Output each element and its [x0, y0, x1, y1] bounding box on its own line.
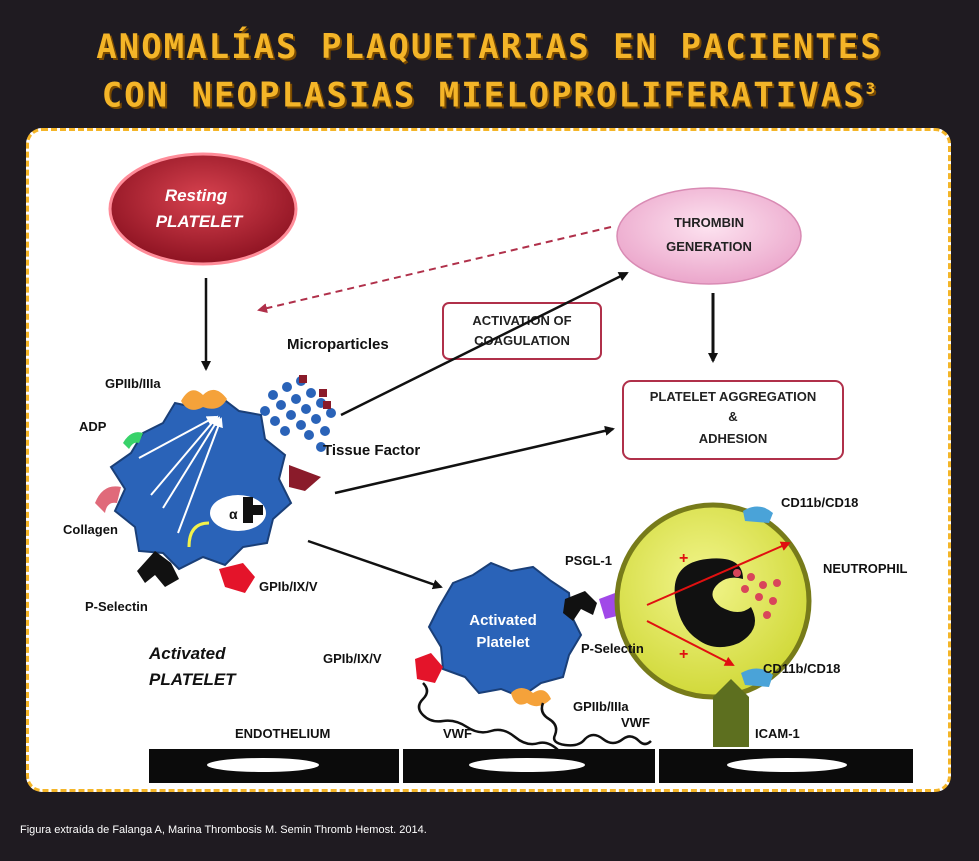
- thrombin-label-1: THROMBIN: [674, 215, 744, 230]
- tissue-factor-label: Tissue Factor: [323, 442, 420, 459]
- secondary-platelet-shape: [427, 561, 583, 699]
- secondary-gpib-receptor: [415, 653, 443, 683]
- gpib-ix-v-label: GPIb/IX/V: [259, 579, 318, 594]
- platelet-to-aggregation-arrow: [334, 425, 615, 495]
- microparticles-label: Microparticles: [287, 336, 389, 353]
- neutrophil-label: NEUTROPHIL: [823, 561, 908, 576]
- collagen-label: Collagen: [63, 522, 118, 537]
- gpiib-iiia-label: GPIIb/IIIa: [105, 376, 161, 391]
- gpib-ix-v-2-label: GPIb/IX/V: [323, 651, 382, 666]
- thrombin-feedback-arrow: [257, 226, 612, 314]
- thrombin-generation: THROMBIN GENERATION: [616, 187, 802, 285]
- vwf-strand-1: [417, 682, 560, 752]
- cd11b-bottom-receptor: [741, 668, 773, 687]
- icam1-shape: [713, 679, 749, 747]
- aggregation-label-2: &: [728, 409, 737, 424]
- diagram-panel: Resting PLATELET THROMBIN GENERATION ACT…: [26, 128, 951, 792]
- adp-label: ADP: [79, 419, 107, 434]
- cd11b-cd18-top-label: CD11b/CD18: [781, 495, 858, 510]
- secondary-p-selectin: [563, 591, 597, 621]
- neutrophil-nucleus: [674, 558, 755, 648]
- alpha-granule-content: [243, 497, 263, 523]
- microparticles-to-thrombin-arrow: [340, 271, 629, 417]
- p-selectin-2-label: P-Selectin: [581, 641, 644, 656]
- platelet-diagram: Resting PLATELET THROMBIN GENERATION ACT…: [63, 152, 913, 783]
- yellow-path: [187, 521, 210, 548]
- cd11b-top-receptor: [743, 506, 773, 523]
- gpiib-iiia-receptor: [181, 389, 227, 410]
- vwf-strand-2: [540, 702, 652, 747]
- activation-box: [442, 302, 602, 360]
- secondary-platelet-label-1: Activated: [469, 612, 537, 629]
- title-line-1: ANOMALÍAS PLAQUETARIAS EN PACIENTES: [96, 27, 883, 67]
- title-superscript: 3: [865, 79, 878, 98]
- aggregation-label-3: ADHESION: [699, 431, 768, 446]
- neutrophil-arrow-2: [646, 620, 735, 666]
- neutrophil: + +: [614, 502, 812, 700]
- page-title: ANOMALÍAS PLAQUETARIAS EN PACIENTES CON …: [0, 26, 979, 116]
- vwf-2-label: VWF: [621, 715, 650, 730]
- aggregation-box: [622, 380, 844, 460]
- endothelium: [149, 749, 913, 783]
- secondary-platelet-label-2: Platelet: [476, 634, 529, 651]
- resting-platelet-label-1: Resting: [165, 186, 228, 205]
- tissue-factor-receptor: [289, 465, 321, 491]
- activated-platelet-label-2: PLATELET: [149, 670, 237, 689]
- activated-platelet-label-1: Activated: [148, 644, 226, 663]
- icam1-label: ICAM-1: [755, 726, 800, 741]
- platelet-to-activated-arrow: [307, 539, 443, 590]
- p-selectin-receptor: [137, 551, 179, 587]
- resting-platelet: Resting PLATELET: [108, 152, 298, 266]
- activated-platelet-shape: [109, 393, 293, 571]
- aggregation-label-1: PLATELET AGGREGATION: [650, 389, 817, 404]
- neutrophil-arrow-1: [646, 541, 791, 606]
- arrows: [201, 226, 718, 590]
- vwf-1-label: VWF: [443, 726, 472, 741]
- activation-of-coagulation: ACTIVATION OF COAGULATION: [442, 302, 602, 360]
- platelet-aggregation: PLATELET AGGREGATION & ADHESION: [622, 380, 844, 460]
- p-selectin-label: P-Selectin: [85, 599, 148, 614]
- gpiib-iiia-2-label: GPIIb/IIIa: [573, 699, 629, 714]
- plus-sign-2: +: [679, 646, 688, 663]
- psgl1-label: PSGL-1: [565, 553, 612, 568]
- activation-label-1: ACTIVATION OF: [472, 313, 571, 328]
- gpib-ix-v-receptor: [219, 563, 255, 593]
- adp-receptor: [123, 432, 143, 449]
- plus-sign-1: +: [679, 550, 688, 567]
- endothelium-label: ENDOTHELIUM: [235, 726, 330, 741]
- alpha-label: α: [229, 506, 238, 522]
- microparticles-cluster: [260, 375, 336, 452]
- collagen-receptor: [95, 486, 121, 513]
- thrombin-generation-shape: [616, 187, 802, 285]
- title-line-2-text: CON NEOPLASIAS MIELOPROLIFERATIVAS: [101, 75, 866, 116]
- activated-platelet-main: α: [95, 389, 321, 593]
- secondary-gpiib-receptor: [511, 688, 551, 707]
- activated-platelet-secondary: Activated Platelet: [415, 561, 597, 707]
- resting-platelet-label-2: PLATELET: [156, 212, 244, 231]
- title-line-2: CON NEOPLASIAS MIELOPROLIFERATIVAS3: [0, 68, 979, 116]
- thrombin-label-2: GENERATION: [666, 239, 752, 254]
- cd11b-cd18-bottom-label: CD11b/CD18: [763, 661, 840, 676]
- resting-platelet-shape: [108, 152, 298, 266]
- figure-caption: Figura extraída de Falanga A, Marina Thr…: [20, 824, 427, 836]
